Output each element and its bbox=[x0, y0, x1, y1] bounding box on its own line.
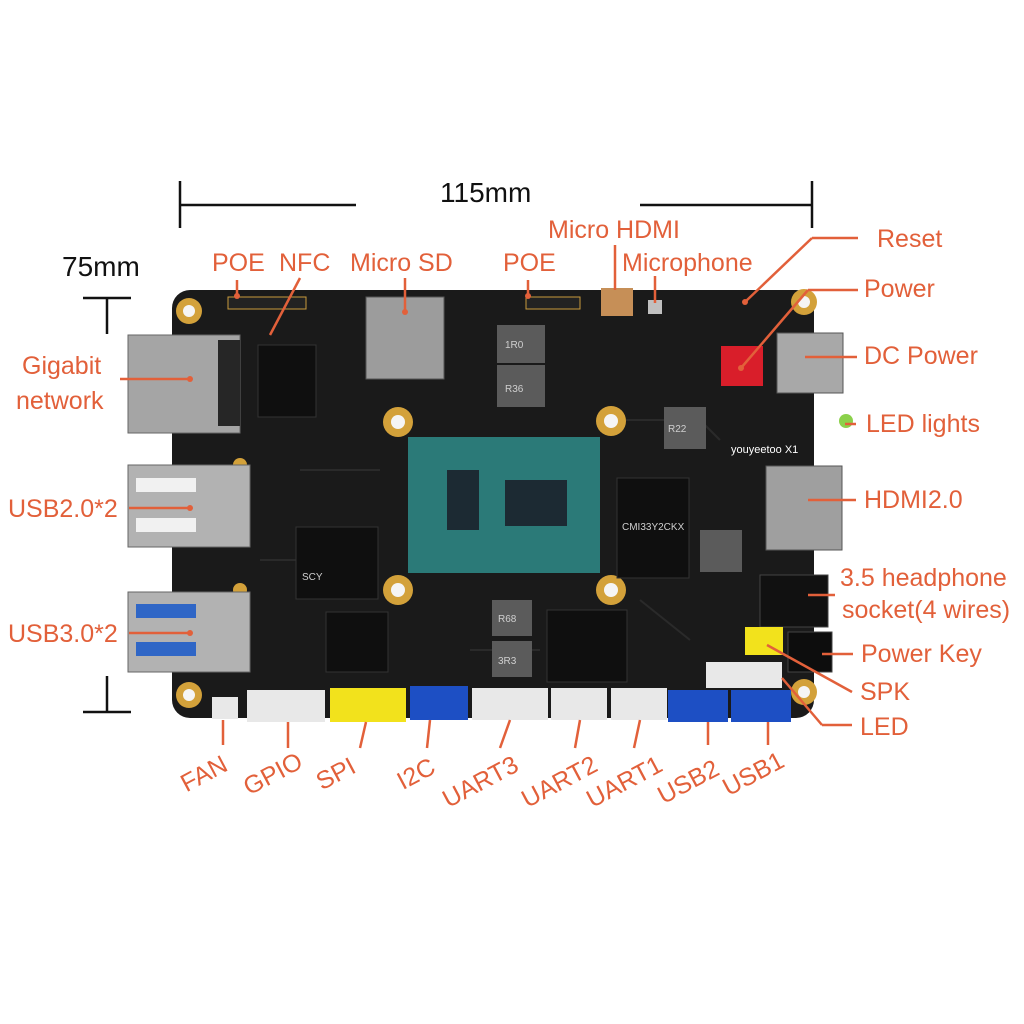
label-headphone-line2: socket(4 wires) bbox=[842, 596, 1011, 624]
chip-marking: R36 bbox=[505, 384, 524, 395]
usb3-port-slot-1 bbox=[136, 604, 196, 618]
headphone-socket bbox=[759, 574, 829, 628]
chip-marking: 1R0 bbox=[505, 340, 524, 351]
label-poe-right: POE bbox=[503, 249, 556, 277]
label-usb3: USB3.0*2 bbox=[8, 620, 118, 648]
inductor-1r0-right bbox=[700, 530, 742, 572]
inductor-1r0-top bbox=[497, 325, 545, 363]
label-poe-left: POE bbox=[212, 249, 265, 277]
soc-die-right bbox=[505, 480, 567, 526]
label-gigabit-line1: Gigabit bbox=[22, 352, 102, 380]
inductor-r68 bbox=[492, 600, 532, 636]
ram-chip-top bbox=[616, 477, 690, 579]
led-connector bbox=[706, 662, 782, 688]
network-chip bbox=[257, 344, 317, 418]
usb1-header bbox=[731, 690, 791, 722]
uart1-connector bbox=[611, 688, 667, 720]
inductor-r22 bbox=[664, 407, 706, 449]
label-headphone-line1: 3.5 headphone bbox=[840, 564, 1007, 592]
dc-power-jack bbox=[776, 332, 844, 394]
label-dc-power: DC Power bbox=[864, 342, 978, 370]
label-usb2: USB2.0*2 bbox=[8, 495, 118, 523]
usb2-header bbox=[668, 690, 728, 722]
emmc-chip bbox=[295, 526, 379, 600]
chip-marking: CMI33Y2CKX bbox=[622, 522, 685, 533]
leader-dots bbox=[187, 293, 748, 636]
led-light bbox=[839, 414, 853, 428]
mount-holes bbox=[176, 289, 817, 708]
micro-hdmi-port bbox=[601, 288, 633, 316]
i2c-connector bbox=[410, 686, 468, 720]
width-dimension-label: 115mm bbox=[440, 177, 532, 208]
soc-die-left bbox=[447, 470, 479, 530]
label-led-lights: LED lights bbox=[866, 410, 980, 438]
height-dimension-label: 75mm bbox=[62, 251, 140, 282]
leader-lines bbox=[120, 236, 858, 749]
label-power: Power bbox=[864, 275, 935, 303]
label-gigabit-line2: network bbox=[16, 387, 104, 415]
chip-marking: 3R3 bbox=[498, 656, 517, 667]
fan-connector bbox=[212, 697, 238, 719]
soc-package bbox=[408, 437, 600, 573]
label-led: LED bbox=[860, 713, 909, 741]
label-reset: Reset bbox=[877, 225, 943, 253]
controller-chip bbox=[325, 611, 389, 673]
ram-chip-bottom bbox=[546, 609, 628, 683]
chip-marking: SCY bbox=[302, 572, 323, 583]
chip-marking: R68 bbox=[498, 614, 517, 625]
ethernet-port-jack bbox=[218, 340, 240, 426]
board-brand-text: youyeetoo X1 bbox=[731, 444, 798, 456]
uart3-connector bbox=[472, 688, 548, 720]
label-power-key: Power Key bbox=[861, 640, 982, 668]
inductor-3r3 bbox=[492, 641, 532, 677]
label-micro-sd: Micro SD bbox=[350, 249, 453, 277]
label-microphone: Microphone bbox=[622, 249, 753, 277]
label-hdmi: HDMI2.0 bbox=[864, 486, 963, 514]
label-spk: SPK bbox=[860, 678, 911, 706]
gpio-connector bbox=[247, 690, 325, 722]
usb2-port-slot-2 bbox=[136, 518, 196, 532]
label-nfc: NFC bbox=[279, 249, 331, 277]
inductor-r36 bbox=[497, 365, 545, 407]
chip-marking: R22 bbox=[668, 424, 687, 435]
spi-connector bbox=[330, 688, 406, 722]
usb2-port-slot-1 bbox=[136, 478, 196, 492]
label-micro-hdmi: Micro HDMI bbox=[548, 216, 680, 244]
usb3-port-slot-2 bbox=[136, 642, 196, 656]
poe-header-left bbox=[227, 296, 307, 310]
power-key bbox=[787, 631, 833, 673]
microphone bbox=[648, 300, 662, 314]
uart2-connector bbox=[551, 688, 607, 720]
hdmi-port bbox=[765, 465, 843, 551]
dimension-lines bbox=[83, 181, 814, 714]
poe-header-right bbox=[525, 296, 581, 310]
